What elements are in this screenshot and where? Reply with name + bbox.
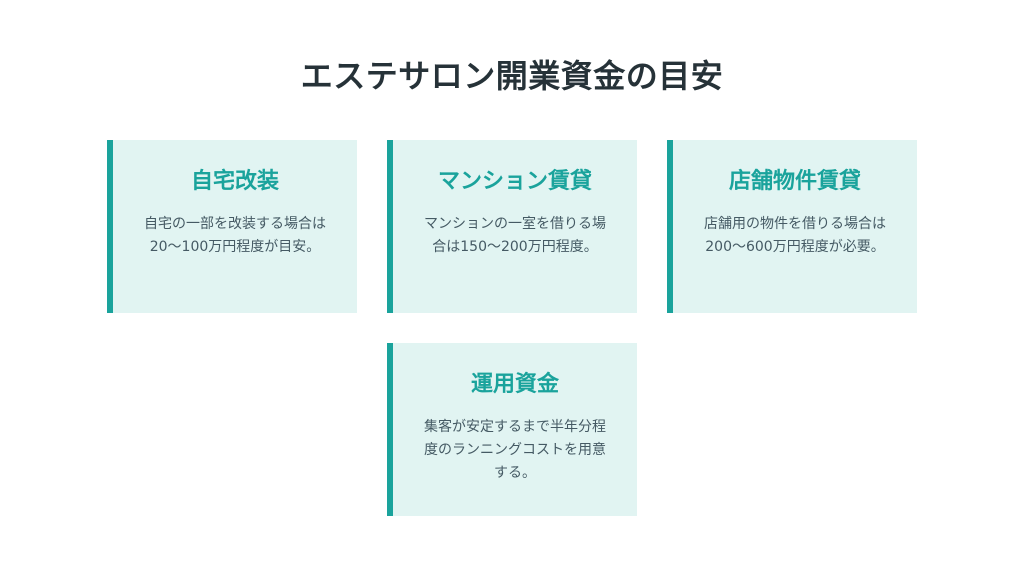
card-home-renovation: 自宅改装 自宅の一部を改装する場合は20〜100万円程度が目安。 [107,140,357,313]
card-description: 集客が安定するまで半年分程度のランニングコストを用意する。 [424,419,606,481]
card-heading: マンション賃貸 [437,169,592,194]
card-description: 自宅の一部を改装する場合は20〜100万円程度が目安。 [144,216,326,255]
card-description: 店舗用の物件を借りる場合は200〜600万円程度が必要。 [704,216,886,255]
page-title: エステサロン開業資金の目安 [300,57,724,95]
card-apartment-rental: マンション賃貸 マンションの一室を借りる場合は150〜200万円程度。 [387,140,637,313]
card-heading: 店舗物件賃貸 [728,169,861,194]
card-operating-funds: 運用資金 集客が安定するまで半年分程度のランニングコストを用意する。 [387,343,637,516]
card-heading: 自宅改装 [190,169,279,194]
card-store-rental: 店舗物件賃貸 店舗用の物件を借りる場合は200〜600万円程度が必要。 [667,140,917,313]
card-description: マンションの一室を借りる場合は150〜200万円程度。 [424,216,606,255]
card-heading: 運用資金 [470,372,559,397]
